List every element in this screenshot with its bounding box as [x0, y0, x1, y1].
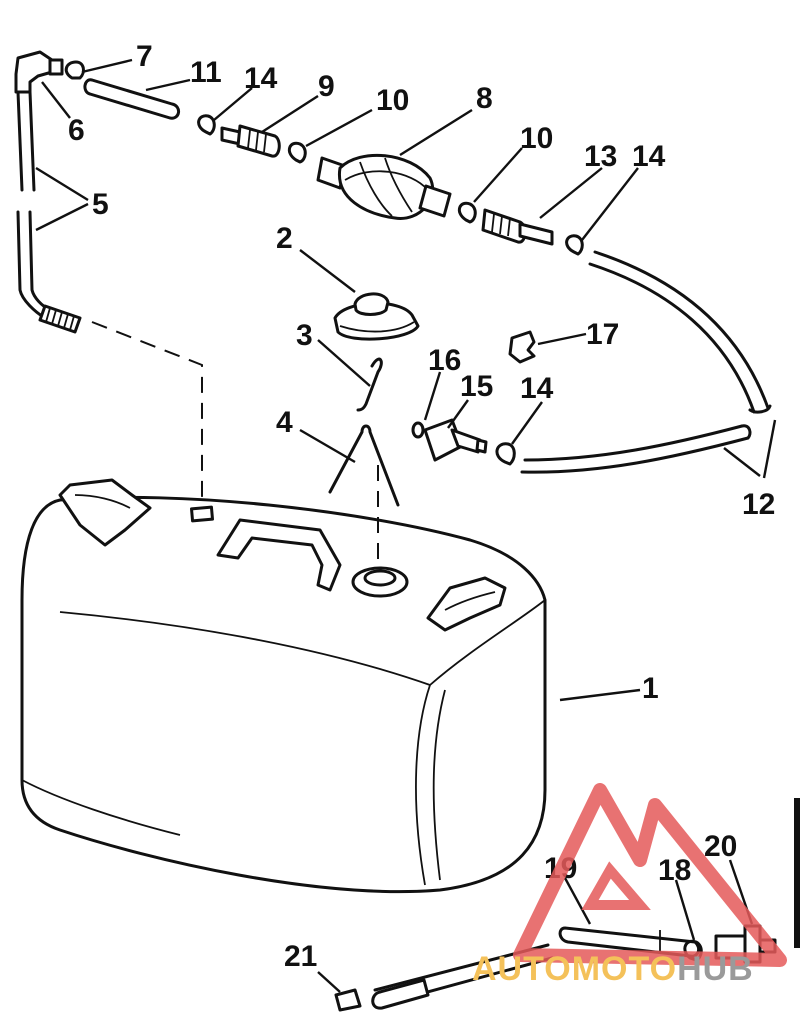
- label-4: 4: [276, 406, 293, 439]
- pickup-elbow: [14, 50, 64, 94]
- scan-edge: [794, 798, 800, 948]
- fuel-pickup-tube: [16, 90, 82, 334]
- label-14-lower: 14: [520, 372, 554, 405]
- label-14-top-right: 14: [632, 140, 666, 173]
- hose-clamp: [334, 988, 362, 1012]
- hose: [83, 78, 180, 120]
- fuel-tank: [20, 478, 547, 894]
- label-21: 21: [284, 940, 317, 973]
- fuel-line-hose-lower: [371, 926, 701, 1010]
- clamp: [495, 442, 516, 466]
- label-6: 6: [68, 114, 85, 147]
- hose-clamp: [508, 330, 536, 364]
- label-2: 2: [276, 222, 293, 255]
- label-5: 5: [92, 188, 109, 221]
- leader-lines: [35, 58, 777, 993]
- engine-connector: [481, 208, 554, 246]
- label-10-left: 10: [376, 84, 409, 117]
- fuel-line-hose: [520, 250, 772, 474]
- watermark-text-hub: HUB: [677, 950, 754, 988]
- label-15: 15: [460, 370, 493, 403]
- watermark-logo: [513, 783, 787, 967]
- assembly-line-pickup: [91, 321, 203, 500]
- label-20: 20: [704, 830, 737, 863]
- callout-labels: 1 2 3 4 5 6 7 8 9 10 10 11 12 13 14 14 1…: [68, 40, 775, 973]
- label-13: 13: [584, 140, 617, 173]
- clamp: [64, 60, 85, 80]
- filler-cap: [333, 292, 420, 341]
- clamp: [565, 234, 584, 256]
- watermark-text-automoto: AUTOMOTO: [472, 950, 677, 988]
- label-14-top-left: 14: [244, 62, 278, 95]
- label-18: 18: [658, 854, 691, 887]
- primer-bulb: [316, 153, 452, 220]
- watermark-text: AUTOMOTOHUB: [472, 950, 754, 988]
- tank-connector: [220, 124, 281, 158]
- retaining-cable: [328, 424, 400, 507]
- label-16: 16: [428, 344, 461, 377]
- label-3: 3: [296, 319, 313, 352]
- o-ring: [411, 421, 425, 439]
- clamp: [197, 114, 216, 136]
- label-7: 7: [136, 40, 153, 73]
- label-11: 11: [190, 56, 222, 89]
- label-9: 9: [318, 70, 335, 103]
- label-8: 8: [476, 82, 493, 115]
- label-12: 12: [742, 488, 775, 521]
- tank-fitting: [423, 418, 488, 462]
- label-17: 17: [586, 318, 619, 351]
- label-1: 1: [642, 672, 659, 705]
- label-10-right: 10: [520, 122, 553, 155]
- clamp: [287, 141, 307, 164]
- cap-retainer: [356, 357, 383, 412]
- clamp: [457, 201, 477, 224]
